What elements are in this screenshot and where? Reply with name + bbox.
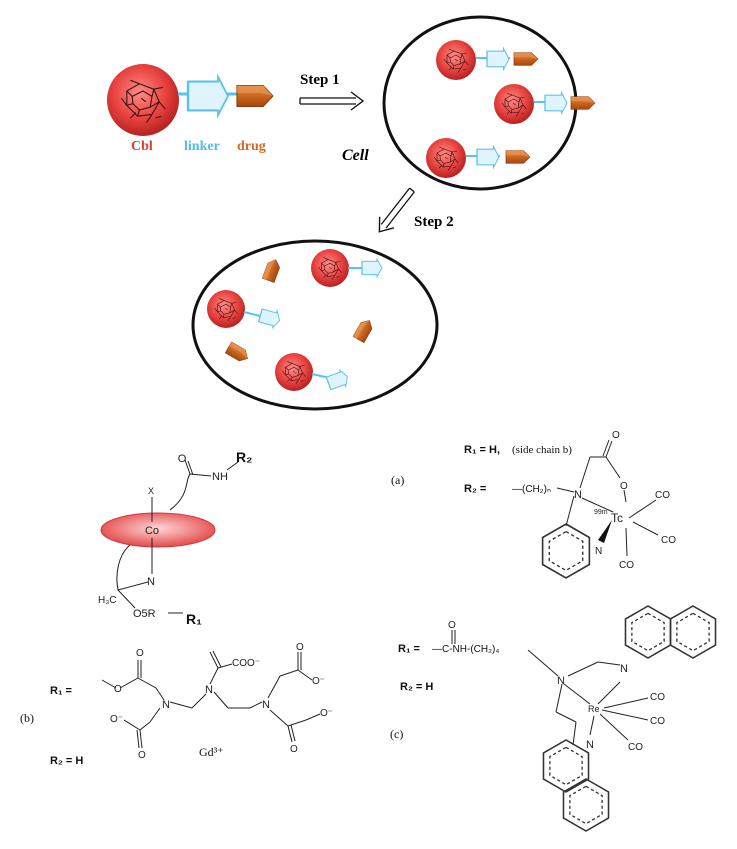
cbl-label: Cbl (131, 139, 153, 154)
released-contents (206, 248, 383, 393)
panel-a-r2: R₂ = (464, 483, 486, 495)
panel-b-coo: COO⁻ (232, 658, 260, 669)
panel-a-pyridine-ring (541, 523, 591, 579)
panel-c-r1: R₁ = (398, 643, 420, 655)
panel-c-metal: Re (588, 704, 600, 714)
panel-b-o-4: O (296, 642, 304, 653)
panel-c-co-3: CO (628, 742, 643, 753)
panel-c-quinoline-ring-1b (669, 605, 717, 659)
panel-c: R₁ = —C-NH-(CH₂)₄ O R₂ = H (c) N N Re CO… (390, 605, 717, 832)
panel-a-co-1: CO (655, 490, 670, 501)
core-r2: R₂ (236, 449, 252, 465)
step1-label: Step 1 (300, 72, 340, 88)
panel-a-r1: R₁ = H, (464, 444, 500, 456)
panel-b-r2: R₂ = H (50, 755, 83, 767)
panel-c-n-3: N (586, 739, 594, 751)
core-metal: Co (145, 525, 159, 537)
core-o-label: O (178, 453, 187, 465)
panel-b-gd: Gd³⁺ (199, 745, 224, 759)
panel-a-o-carbonyl: O (612, 430, 620, 441)
drug-block (237, 86, 273, 107)
panel-b-o-2: O (114, 684, 122, 695)
panel-a-o: O (620, 481, 628, 492)
drug-label: drug (237, 139, 266, 154)
core-n: N (147, 576, 155, 588)
cell-ellipse-2 (191, 239, 439, 411)
core-ester: O5R (133, 608, 156, 620)
conjugate-in-cell-2 (493, 83, 595, 125)
panel-b-ominus-1: O⁻ (110, 714, 123, 725)
linker-box (186, 75, 230, 117)
cobalamin-core-structure: O X Co NH R₂ N H₃C O5R R₁ (98, 449, 252, 627)
cbl-sphere (106, 63, 180, 137)
conjugate-in-cell-3 (425, 137, 530, 179)
panel-a-metal: Tc (611, 511, 623, 525)
conjugate-in-cell-1 (435, 39, 538, 81)
panel-c-quinoline-ring-2b (562, 778, 610, 832)
step1-arrow (299, 91, 365, 111)
panel-c-n-2: N (620, 663, 628, 675)
panel-c-quinoline-ring-1a (624, 605, 672, 659)
panel-a-n2: N (595, 546, 602, 557)
panel-b: R₁ = (b) R₂ = H (20, 642, 333, 767)
panel-b-ominus-3: O⁻ (320, 708, 333, 719)
panel-a-tag: (a) (391, 473, 404, 487)
step2-label: Step 2 (414, 214, 454, 230)
core-h3c: H₃C (98, 595, 117, 606)
conjugate-cbl-linker-drug (106, 63, 273, 137)
panel-b-o-5: O (290, 744, 298, 755)
panel-c-r1-group: —C-NH-(CH₂)₄ (432, 644, 499, 655)
panel-b-n-3: N (262, 699, 270, 711)
step2-arrow (378, 187, 415, 233)
panel-b-n-2: N (205, 684, 213, 696)
panel-a-co-3: CO (619, 560, 634, 571)
panel-c-quinoline-ring-2a (542, 739, 590, 793)
panel-a-n1: N (574, 489, 582, 501)
linker-label: linker (184, 139, 220, 154)
panel-b-r1: R₁ = (50, 685, 72, 697)
panel-a-chain: —(CH₂)ₙ (512, 484, 551, 495)
panel-c-n-1: N (557, 675, 565, 687)
panel-c-r2: R₂ = H (400, 681, 433, 693)
core-amide: NH (212, 471, 228, 483)
panel-b-n-1: N (162, 699, 170, 711)
panel-c-tag: (c) (390, 727, 403, 741)
panel-b-tag: (b) (20, 711, 34, 725)
panel-c-o: O (448, 620, 456, 631)
cell-label: Cell (342, 147, 369, 164)
panel-a: R₁ = H, (side chain b) (a) R₂ = —(CH₂)ₙ … (391, 430, 676, 579)
panel-a-r1-note: (side chain b) (512, 444, 572, 456)
panel-b-o-3: O (138, 750, 146, 761)
panel-a-co-2: CO (661, 535, 676, 546)
panel-b-o-1: O (136, 648, 144, 659)
panel-c-co-2: CO (650, 716, 665, 727)
panel-b-ominus-2: O⁻ (312, 676, 325, 687)
panel-c-co-1: CO (650, 692, 665, 703)
core-r1: R₁ (186, 611, 202, 627)
panel-a-metal-iso: 99m (594, 509, 608, 516)
core-axial-x: X (148, 486, 154, 496)
corrin-disk (100, 512, 216, 548)
